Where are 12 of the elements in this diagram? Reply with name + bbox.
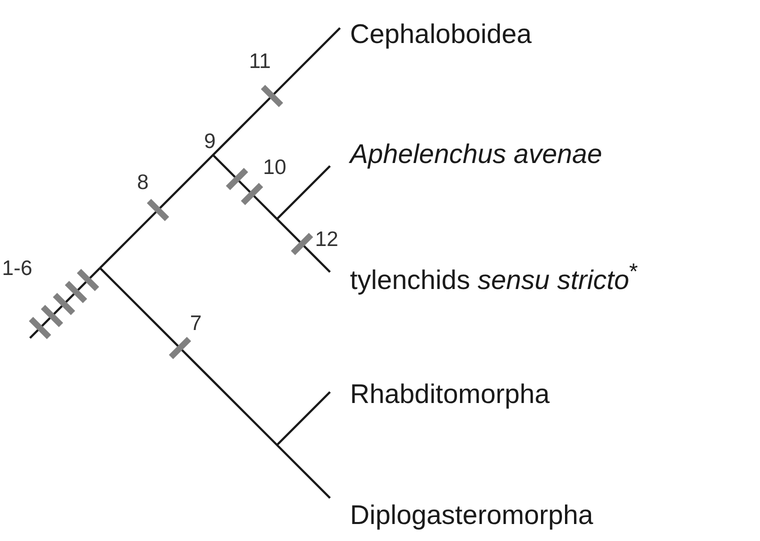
character-number: 12 xyxy=(315,228,338,252)
taxon-label: Rhabditomorpha xyxy=(350,378,550,410)
character-number: 7 xyxy=(190,312,202,336)
taxon-label: Diplogasteromorpha xyxy=(350,499,594,531)
taxon-label: Aphelenchus avenae xyxy=(350,138,602,170)
character-number: 11 xyxy=(249,50,271,74)
character-number: 1-6 xyxy=(2,257,32,281)
taxon-label: tylenchids sensu stricto$^{*}$ xyxy=(350,256,638,296)
character-number: 8 xyxy=(137,171,149,195)
taxon-label: Cephaloboidea xyxy=(350,18,532,50)
character-number: 10 xyxy=(263,156,286,180)
character-number: 9 xyxy=(204,130,216,154)
